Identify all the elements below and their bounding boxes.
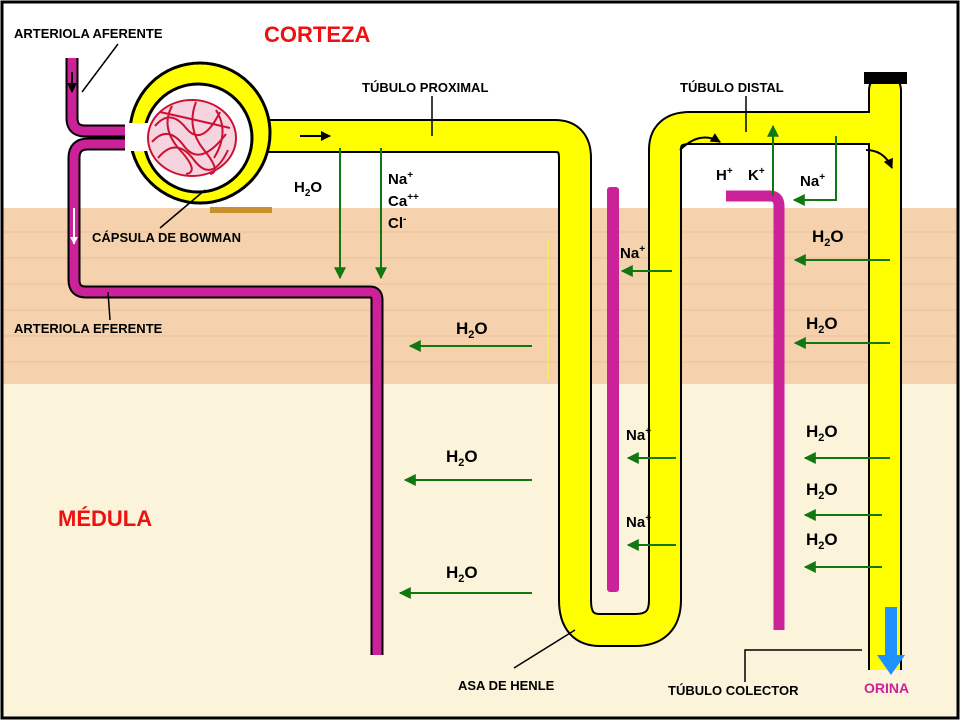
ascending-na-label-3: Na+ xyxy=(626,513,651,531)
proximal-na-label: Na+ xyxy=(388,170,413,188)
distal-h-label: H+ xyxy=(716,166,733,184)
small-vessel xyxy=(210,207,272,213)
henle-leader xyxy=(513,629,576,669)
cortex-label: CORTEZA xyxy=(264,22,370,47)
urine-arrow xyxy=(877,607,905,675)
proximal-cl-label: Cl- xyxy=(388,214,406,232)
ascending-na-label-2: Na+ xyxy=(626,426,651,444)
distal-na-arrow xyxy=(792,136,837,206)
henle-h2o-label-2: H2O xyxy=(446,447,478,469)
distal-flow-arrow xyxy=(679,133,721,151)
collector-leader xyxy=(744,649,862,682)
henle-label: ASA DE HENLE xyxy=(458,678,555,693)
bowman-label: CÁPSULA DE BOWMAN xyxy=(92,230,241,245)
medulla-zone xyxy=(3,384,957,717)
urine-label: ORINA xyxy=(864,680,909,696)
distal-label: TÚBULO DISTAL xyxy=(680,80,784,95)
medulla-label: MÉDULA xyxy=(58,506,152,531)
bowman-leader xyxy=(159,189,206,229)
collector-label: TÚBULO COLECTOR xyxy=(668,683,799,698)
vasa-recta-left xyxy=(607,187,619,592)
ascending-na-label-1: Na+ xyxy=(620,244,645,262)
distal-na-label: Na+ xyxy=(800,172,825,190)
collector-h2o-label-1: H2O xyxy=(812,227,844,249)
proximal-ca-label: Ca++ xyxy=(388,192,419,210)
proximal-label: TÚBULO PROXIMAL xyxy=(362,80,488,95)
collector-flow-arrow xyxy=(865,149,893,169)
collector-h2o-label-4: H2O xyxy=(806,480,838,502)
afferent-label: ARTERIOLA AFERENTE xyxy=(14,26,163,41)
efferent-arteriole xyxy=(67,137,384,655)
efferent-label: ARTERIOLA EFERENTE xyxy=(14,321,163,336)
afferent-arteriole xyxy=(65,58,155,138)
efferent-leader xyxy=(107,291,111,321)
cortex-stripes xyxy=(3,231,957,363)
collector-h2o-label-3: H2O xyxy=(806,422,838,444)
collector-h2o-label-5: H2O xyxy=(806,530,838,552)
proximal-h2o-label: H2O xyxy=(294,179,322,199)
vasa-recta-right xyxy=(726,190,785,630)
glomerulus xyxy=(147,99,237,177)
henle-h2o-label-3: H2O xyxy=(446,563,478,585)
afferent-leader xyxy=(81,43,119,93)
henle-h2o-label-1: H2O xyxy=(456,319,488,341)
distal-k-label: K+ xyxy=(748,166,765,184)
collector-h2o-label-2: H2O xyxy=(806,314,838,336)
